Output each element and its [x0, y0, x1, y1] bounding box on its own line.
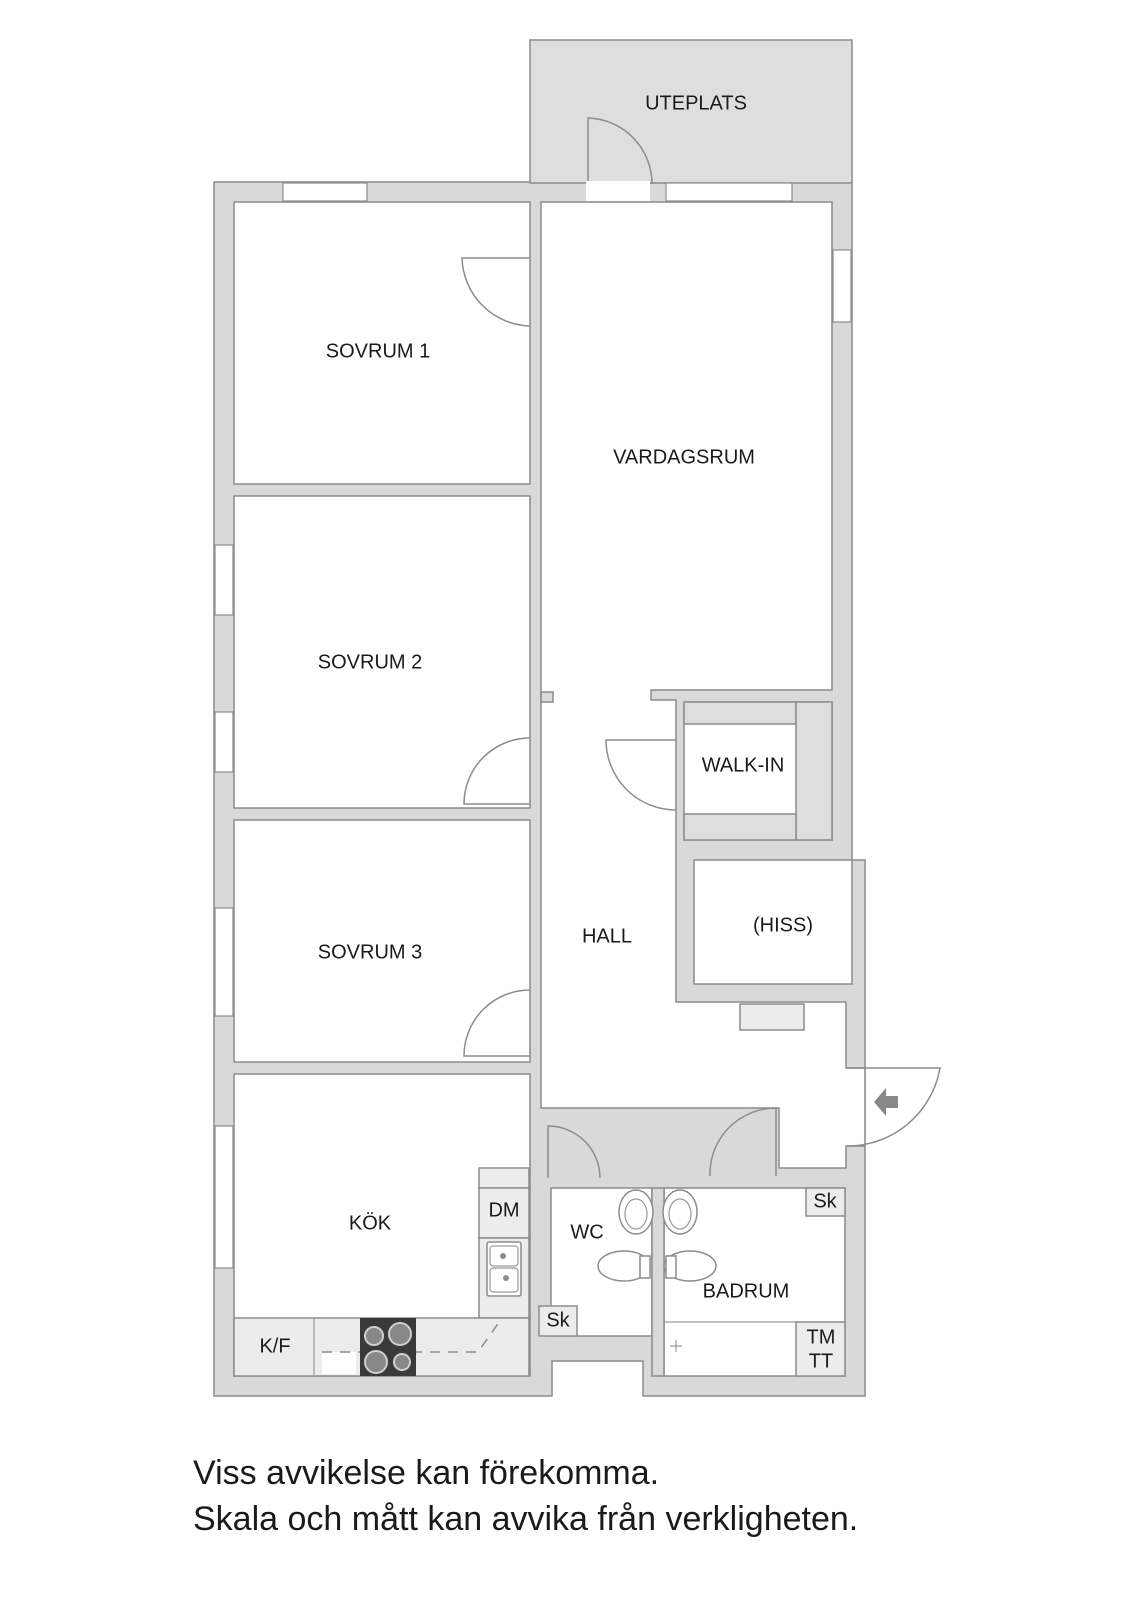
wc-bath-wall	[651, 1187, 665, 1377]
walk-in-shelf-top	[683, 701, 797, 725]
sink-drain-icon	[503, 1275, 509, 1281]
window	[832, 249, 852, 323]
washer-dryer	[795, 1321, 846, 1377]
bath-cabinet	[805, 1187, 846, 1217]
wall-stub	[540, 691, 554, 703]
label-walk-in: WALK-IN	[702, 754, 785, 776]
burner-icon	[364, 1350, 388, 1374]
dishwasher	[478, 1187, 530, 1239]
label-dryer: TT	[809, 1350, 833, 1372]
door-terrace	[587, 117, 653, 200]
label-bedroom-1: SOVRUM 1	[326, 340, 430, 362]
door-walk-in	[605, 739, 677, 811]
window	[282, 182, 368, 202]
label-fridge-freezer: K/F	[259, 1335, 290, 1357]
label-wc-cabinet: Sk	[546, 1309, 570, 1331]
bedroom-3	[233, 819, 531, 1063]
bedroom-1	[233, 201, 531, 485]
elevator	[693, 859, 853, 985]
living-room-hall-area	[540, 201, 866, 1169]
disclaimer-line-2: Skala och mått kan avvika från verklighe…	[193, 1500, 859, 1538]
shower-tap-icon	[670, 1340, 682, 1352]
bath-toilet-icon	[663, 1250, 717, 1282]
window	[214, 907, 234, 1017]
wc-basin-icon	[618, 1189, 654, 1235]
hall-shelf	[739, 1003, 805, 1031]
label-hall: HALL	[582, 925, 632, 947]
label-terrace: UTEPLATS	[645, 92, 747, 114]
door-bedroom-2	[463, 737, 531, 805]
label-elevator: (HISS)	[753, 914, 813, 936]
sink-bowl	[489, 1267, 519, 1293]
label-bedroom-3: SOVRUM 3	[318, 941, 422, 963]
window	[665, 182, 793, 202]
window	[214, 1125, 234, 1269]
sink-bowl	[489, 1245, 519, 1267]
door-entrance	[845, 1067, 941, 1147]
kitchen-sink	[486, 1241, 522, 1297]
door-bedroom-1	[461, 257, 531, 327]
door-bathroom	[709, 1107, 777, 1177]
door-wc	[547, 1125, 601, 1179]
terrace	[529, 39, 853, 184]
entrance-arrow-icon	[874, 1088, 898, 1116]
bath-basin-icon	[662, 1189, 698, 1235]
bedroom-2	[233, 495, 531, 809]
walk-in-shelf-bottom	[683, 813, 797, 841]
disclaimer-line-1: Viss avvikelse kan förekomma.	[193, 1454, 660, 1492]
label-dishwasher: DM	[488, 1199, 519, 1221]
label-bath-cabinet: Sk	[813, 1190, 837, 1212]
window	[214, 711, 234, 773]
burner-icon	[388, 1322, 412, 1346]
label-wc: WC	[570, 1221, 603, 1243]
sink-drain-icon	[500, 1253, 506, 1259]
burner-icon	[364, 1326, 384, 1346]
window	[214, 544, 234, 616]
burner-icon	[393, 1353, 411, 1371]
label-bathroom: BADRUM	[703, 1280, 790, 1302]
kitchen-counter-top	[478, 1167, 530, 1189]
label-kitchen: KÖK	[349, 1212, 392, 1234]
label-living-room: VARDAGSRUM	[613, 446, 755, 468]
wc-cabinet	[538, 1305, 578, 1337]
door-bedroom-3	[463, 989, 531, 1057]
label-bedroom-2: SOVRUM 2	[318, 651, 422, 673]
label-washer: TM	[807, 1326, 836, 1348]
counter-edge	[322, 1317, 503, 1353]
walk-in-shelf-right	[795, 701, 833, 841]
